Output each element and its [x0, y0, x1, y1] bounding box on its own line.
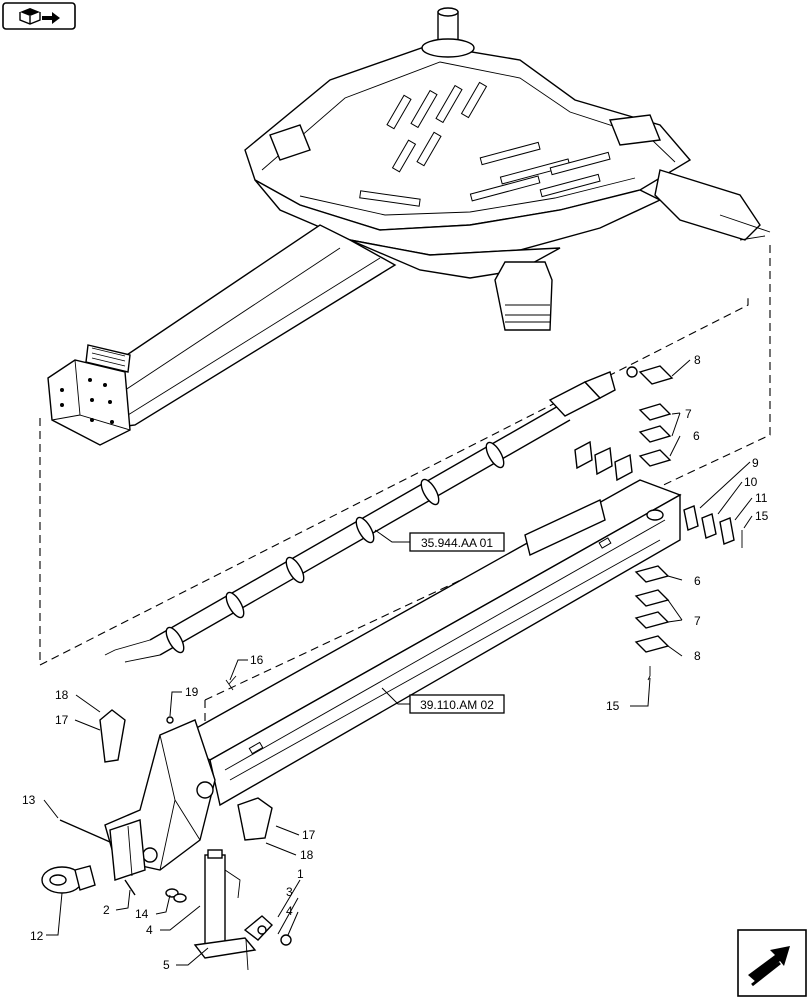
washer-4 — [280, 934, 292, 946]
callout-numbers: 8 7 6 9 10 11 15 6 7 8 15 16 19 18 17 13… — [22, 353, 769, 972]
callout-18-right[interactable]: 18 — [300, 848, 314, 862]
reference-text-electrical: 35.944.AA 01 — [421, 536, 493, 550]
callout-7-upper[interactable]: 7 — [685, 407, 692, 421]
callout-18-left[interactable]: 18 — [55, 688, 69, 702]
callout-11[interactable]: 11 — [755, 491, 768, 505]
clamp-plates — [683, 505, 743, 548]
callout-9[interactable]: 9 — [752, 456, 759, 470]
reference-box-frame[interactable]: 39.110.AM 02 — [409, 694, 505, 714]
pin-assembly-1-3 — [243, 915, 273, 971]
callout-10[interactable]: 10 — [744, 475, 758, 489]
callout-5[interactable]: 5 — [163, 958, 170, 972]
callout-19[interactable]: 19 — [185, 685, 199, 699]
callout-15-lower[interactable]: 15 — [606, 699, 620, 713]
callout-15-upper[interactable]: 15 — [755, 509, 769, 523]
callout-7-lower[interactable]: 7 — [694, 614, 701, 628]
callout-17-left[interactable]: 17 — [55, 713, 69, 727]
jack-stand-5 — [193, 849, 257, 959]
harness-tube — [104, 366, 638, 663]
callout-4-right[interactable]: 4 — [286, 904, 293, 918]
bolt-19 — [166, 716, 174, 724]
reference-text-frame: 39.110.AM 02 — [420, 698, 494, 712]
callout-13[interactable]: 13 — [22, 793, 36, 807]
upper-frame-assembly — [47, 7, 771, 446]
electrical-harness-boundary — [39, 298, 749, 666]
callout-17-right[interactable]: 17 — [302, 828, 316, 842]
callout-12[interactable]: 12 — [30, 929, 44, 943]
guard-17-right — [237, 797, 273, 841]
reference-box-electrical[interactable]: 35.944.AA 01 — [409, 532, 505, 552]
guard-17-left — [99, 709, 126, 763]
drawbar-nose — [104, 719, 216, 881]
callout-14[interactable]: 14 — [135, 907, 149, 921]
bolt-15 — [647, 666, 651, 681]
callout-2[interactable]: 2 — [103, 903, 110, 917]
callout-leaders — [43, 359, 753, 966]
callout-16[interactable]: 16 — [250, 653, 264, 667]
callout-6-upper[interactable]: 6 — [693, 429, 700, 443]
next-page-arrow-icon[interactable] — [737, 929, 807, 997]
callout-8-upper[interactable]: 8 — [694, 353, 701, 367]
bolt-2 — [124, 879, 136, 896]
callout-4-left[interactable]: 4 — [146, 923, 153, 937]
pin-13 — [59, 819, 111, 843]
spring-pin-16 — [225, 675, 237, 691]
plate-stack-lower — [634, 565, 670, 653]
plate-stack-upper — [638, 365, 674, 467]
callout-3[interactable]: 3 — [286, 885, 293, 899]
callout-8-lower[interactable]: 8 — [694, 649, 701, 663]
book-arrow-icon[interactable] — [2, 2, 76, 30]
hitch-eye-12 — [41, 865, 96, 894]
washers-14 — [165, 888, 187, 903]
callout-6-lower[interactable]: 6 — [694, 574, 701, 588]
callout-1[interactable]: 1 — [297, 867, 304, 881]
